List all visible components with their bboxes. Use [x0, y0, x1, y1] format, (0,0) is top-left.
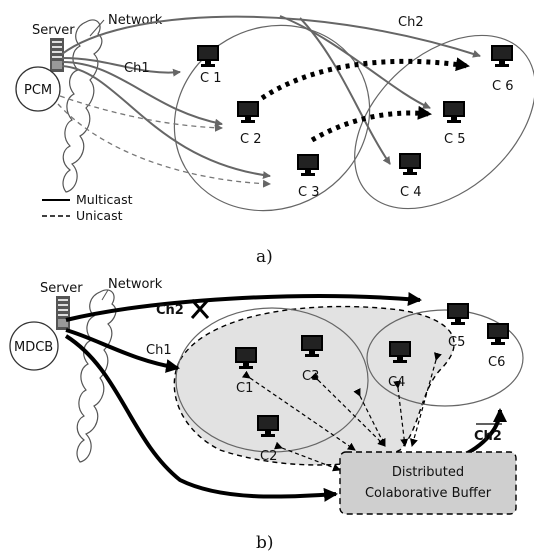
ch1-label: Ch1	[146, 343, 172, 358]
monitor-icon	[443, 101, 465, 123]
client-label: C 6	[492, 79, 513, 94]
group-ellipse-ch2	[366, 309, 524, 407]
client-label: C 1	[200, 71, 221, 86]
caption-b: b)	[256, 533, 274, 553]
server-label: Server	[32, 23, 75, 38]
ch2-label: Ch2	[398, 15, 424, 30]
buffer-region	[173, 305, 455, 466]
monitor-icon	[237, 101, 259, 123]
monitor-icon	[491, 45, 513, 67]
monitor-icon	[297, 154, 319, 176]
monitor-icon	[197, 45, 219, 67]
buffer-feed-arrow	[64, 334, 338, 502]
monitor-icon	[487, 323, 509, 345]
network-label: Network	[108, 277, 163, 292]
client-label: C5	[448, 335, 465, 350]
panel-b: Server Network MDCB Ch2 Ch1 Ch2 Distribu…	[9, 277, 524, 553]
mdcb-label: MDCB	[14, 340, 53, 355]
blocked-icon	[190, 299, 210, 319]
buffer-title: Distributed	[392, 465, 464, 480]
pcm-node	[15, 66, 61, 112]
legend-multicast: Multicast	[76, 192, 133, 207]
ch2-multicast-line	[61, 15, 481, 58]
mdcb-node	[9, 321, 59, 371]
group-ellipse-ch1	[173, 24, 371, 212]
client-label: C2	[260, 449, 277, 464]
client-label: C1	[236, 381, 253, 396]
client-label: C 2	[240, 132, 261, 147]
ch1-label: Ch1	[124, 61, 150, 76]
server-icon	[56, 296, 70, 330]
legend-unicast: Unicast	[76, 208, 123, 223]
caption-a: a)	[256, 247, 273, 267]
network-cloud-icon	[76, 289, 117, 463]
ch2-arrow	[65, 292, 422, 322]
client-label: C4	[388, 375, 405, 390]
ch2bar-label: Ch2	[474, 429, 502, 444]
client-label: C6	[488, 355, 505, 370]
network-cloud-icon	[62, 19, 103, 193]
server-icon	[50, 38, 64, 72]
ch2-label: Ch2	[156, 303, 184, 318]
client-label: C 4	[400, 185, 421, 200]
ch1-arrow	[65, 328, 180, 373]
client-label: C3	[302, 369, 319, 384]
monitor-icon	[447, 303, 469, 325]
buffer-subtitle: Colaborative Buffer	[365, 486, 492, 501]
pcm-label: PCM	[24, 83, 52, 98]
server-label: Server	[40, 281, 83, 296]
client-label: C 5	[444, 132, 465, 147]
group-ellipse-ch2	[354, 34, 534, 210]
client-label: C 3	[298, 185, 319, 200]
monitor-icon	[399, 153, 421, 175]
network-label: Network	[108, 13, 163, 28]
distributed-buffer-box	[339, 451, 517, 515]
panel-a: Server Network PCM Ch1 Ch2 C 1 C 2 C 3 C…	[15, 13, 534, 267]
